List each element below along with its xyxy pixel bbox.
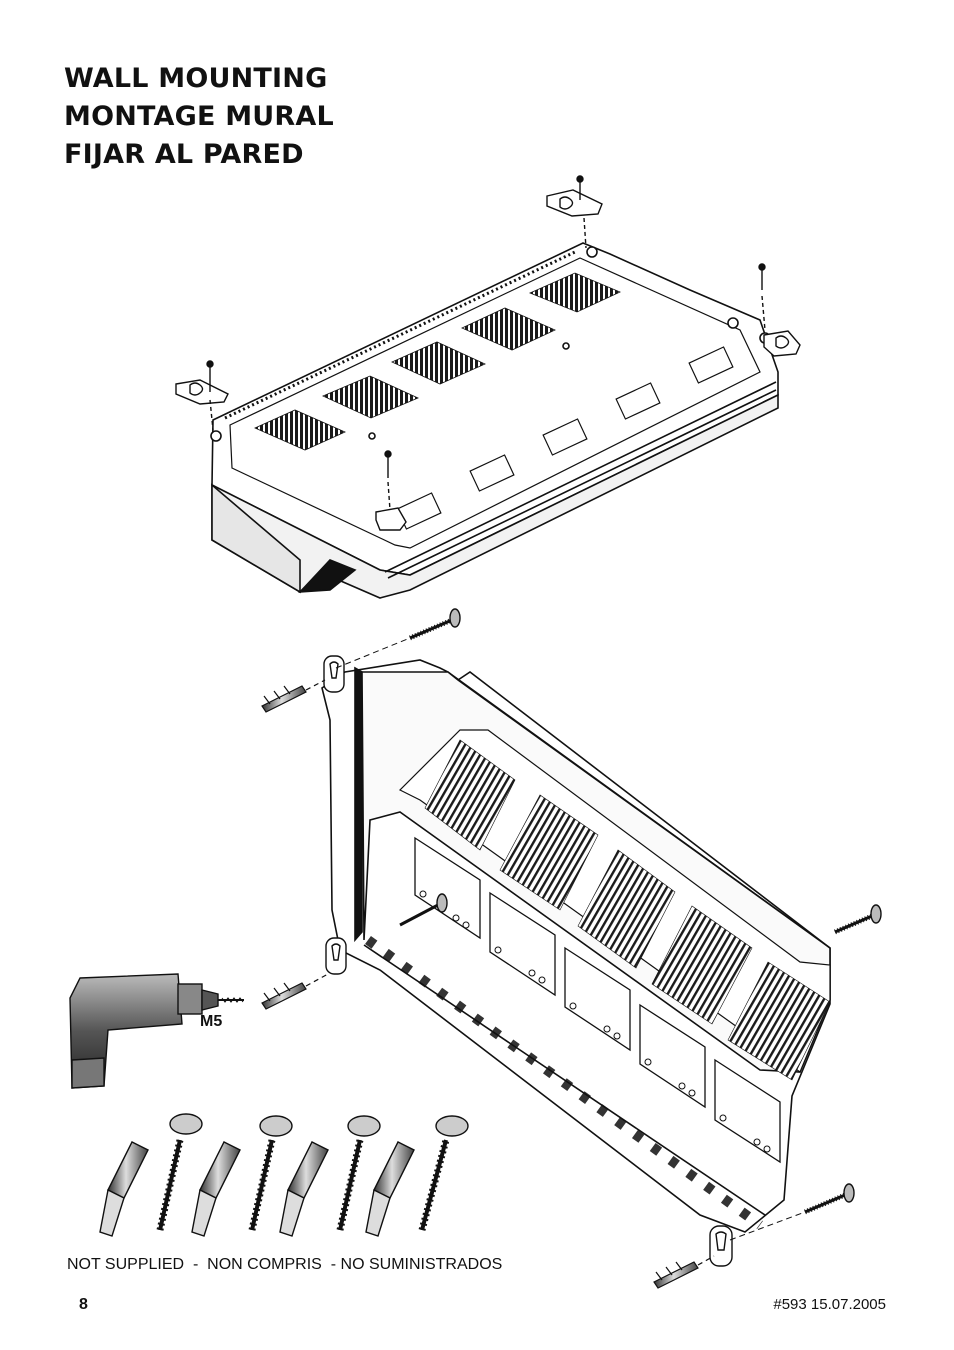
- plug-pair-3: [279, 1115, 381, 1237]
- page-title: WALL MOUNTING MONTAGE MURAL FIJAR AL PAR…: [64, 60, 334, 174]
- plug-pair-2: [191, 1115, 293, 1237]
- fastener-set-illustration: [99, 1113, 469, 1237]
- title-spanish: FIJAR AL PARED: [64, 139, 304, 170]
- title-french: MONTAGE MURAL: [64, 101, 334, 132]
- wall-keyhole-flanges: [323, 655, 733, 1267]
- wall-plugs: [261, 679, 715, 1289]
- drill-icon: [69, 973, 244, 1089]
- charger-wall-view: [321, 659, 831, 1233]
- keyhole-brackets-top: [175, 175, 801, 531]
- wall-screws: [335, 608, 882, 1241]
- document-reference: #593 15.07.2005: [773, 1296, 886, 1313]
- page-number: 8: [79, 1296, 88, 1313]
- plug-pair-4: [365, 1115, 469, 1237]
- not-supplied-note: NOT SUPPLIED - NON COMPRIS - NO SUMINIST…: [67, 1256, 503, 1273]
- charger-underside-view: [210, 242, 779, 599]
- plug-pair-1: [99, 1113, 203, 1237]
- title-english: WALL MOUNTING: [64, 63, 328, 94]
- drill-size-label: M5: [200, 1013, 223, 1030]
